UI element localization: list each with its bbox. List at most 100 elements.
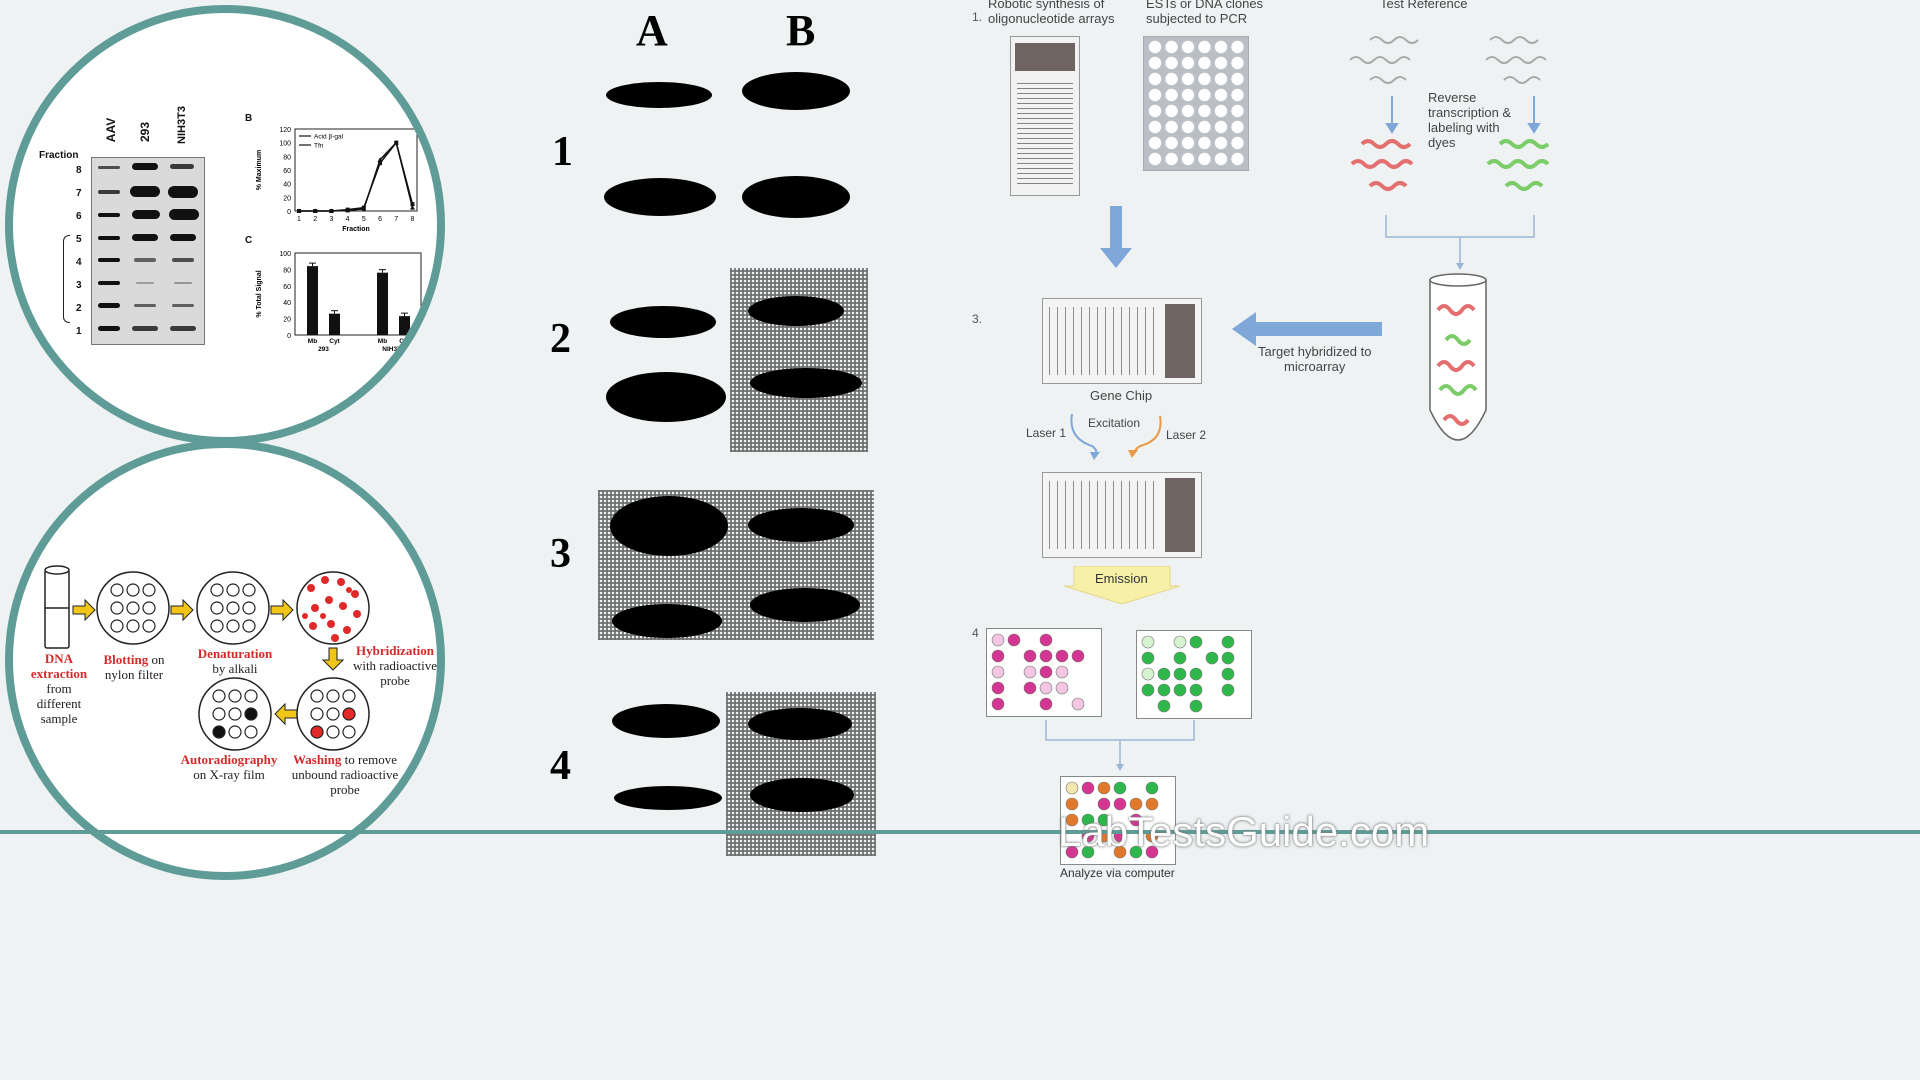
grid-dot <box>1113 797 1127 811</box>
rna-strands <box>1349 36 1550 191</box>
bar-ytick-label: 40 <box>283 300 291 307</box>
grid-dot <box>1065 781 1079 795</box>
grid-dot <box>1055 665 1069 679</box>
test-reference-label: Test Reference <box>1380 0 1468 11</box>
gene-chip-2 <box>1042 472 1202 558</box>
label-denaturation: Denaturation by alkali <box>197 646 273 676</box>
panel-c-letter: C <box>245 235 253 246</box>
well <box>1231 104 1244 118</box>
grid-dot <box>991 697 1005 711</box>
laser-1-label: Laser 1 <box>1026 426 1067 440</box>
hybridization-filter-icon <box>296 571 370 645</box>
grid-dot <box>1097 797 1111 811</box>
well <box>1148 152 1162 166</box>
arrow-2-icon <box>170 598 194 622</box>
well <box>1165 120 1178 134</box>
grid-dot <box>1113 845 1127 859</box>
line-point <box>361 205 366 210</box>
excitation-label: Excitation <box>1088 416 1141 430</box>
well <box>1148 136 1162 150</box>
western-col-a: A <box>636 6 668 55</box>
gel-bracket <box>63 235 70 323</box>
well <box>1214 136 1228 150</box>
grid-dot <box>1129 797 1143 811</box>
well <box>1198 104 1211 118</box>
line-ytick-label: 80 <box>283 154 291 161</box>
grid-dot <box>1071 697 1085 711</box>
line-plot-frame <box>294 128 418 212</box>
result-merge-connector <box>1045 720 1195 771</box>
line-xtick-label: 3 <box>329 216 333 223</box>
well <box>1214 72 1228 86</box>
grid-dot <box>1023 649 1037 663</box>
western-col-b: B <box>786 6 816 55</box>
grid-dot <box>1071 649 1085 663</box>
well <box>1198 40 1211 54</box>
bar-ylabel: % Total Signal <box>256 270 263 317</box>
label-washing: Washing to remove unbound radioactive pr… <box>291 752 399 797</box>
grid-dot <box>1039 681 1053 695</box>
western-row-2: 2 <box>550 316 571 362</box>
grid-dot <box>1129 813 1143 827</box>
grid-dot <box>1081 813 1095 827</box>
line-point <box>329 209 334 213</box>
gel-blot <box>91 157 205 345</box>
grid-dot <box>1221 667 1235 681</box>
western-row-3: 3 <box>550 531 571 577</box>
label-autoradiography: Autoradiography on X-ray film <box>180 752 278 782</box>
line-ytick-label: 100 <box>279 141 291 148</box>
emission-label: Emission <box>1095 571 1148 586</box>
line-point <box>378 161 383 166</box>
well <box>1165 136 1178 150</box>
gel-chart-circle: AAV 293 NIH3T3 Fraction <box>5 5 445 445</box>
grid-dot <box>1141 683 1155 697</box>
grid-dot <box>1221 683 1235 697</box>
legend-label: Tfn <box>314 143 324 150</box>
grid-dot <box>1113 781 1127 795</box>
bar-ytick-label: 100 <box>279 251 291 258</box>
bar-ytick-label: 60 <box>283 284 291 291</box>
arrow-left-icon <box>274 702 298 726</box>
arrow-3-icon <box>270 598 294 622</box>
watermark-logo: LabTestsGuide.com <box>1058 808 1430 855</box>
well <box>1165 40 1178 54</box>
line-point <box>409 205 415 210</box>
well <box>1214 40 1228 54</box>
bar <box>307 266 318 335</box>
well <box>1181 88 1195 102</box>
well <box>1165 152 1178 166</box>
bar-group-label: 293 <box>318 346 329 353</box>
well <box>1231 40 1244 54</box>
well <box>1198 120 1211 134</box>
grid-dot <box>1065 797 1079 811</box>
grid-dot <box>1221 651 1235 665</box>
laser-beams <box>1070 413 1162 460</box>
grid-dot <box>1189 699 1203 713</box>
well <box>1198 72 1211 86</box>
grid-dot <box>1221 635 1235 649</box>
grid-dot <box>1055 681 1069 695</box>
grid-dot <box>1097 813 1111 827</box>
well <box>1165 88 1178 102</box>
washing-filter-icon <box>296 677 370 751</box>
teal-divider-line <box>0 830 1920 834</box>
grid-dot <box>1129 845 1143 859</box>
grid-dot <box>1141 667 1155 681</box>
well <box>1165 56 1178 70</box>
gel-row-1: 1 <box>76 326 82 337</box>
well <box>1231 152 1244 166</box>
line-xtick-label: 2 <box>313 216 317 223</box>
grid-dot <box>1189 667 1203 681</box>
grid-dot <box>991 665 1005 679</box>
dna-tube-icon <box>44 565 70 649</box>
grid-dot <box>1189 635 1203 649</box>
reverse-transcription-label: Reverse transcription & labeling with dy… <box>1428 90 1512 150</box>
well <box>1214 88 1228 102</box>
emission-arrow-icon <box>1064 566 1180 604</box>
well <box>1181 40 1195 54</box>
well <box>1198 88 1211 102</box>
pink-result-grid <box>986 628 1102 717</box>
bar-group-label: NIH3T3 <box>382 346 405 353</box>
